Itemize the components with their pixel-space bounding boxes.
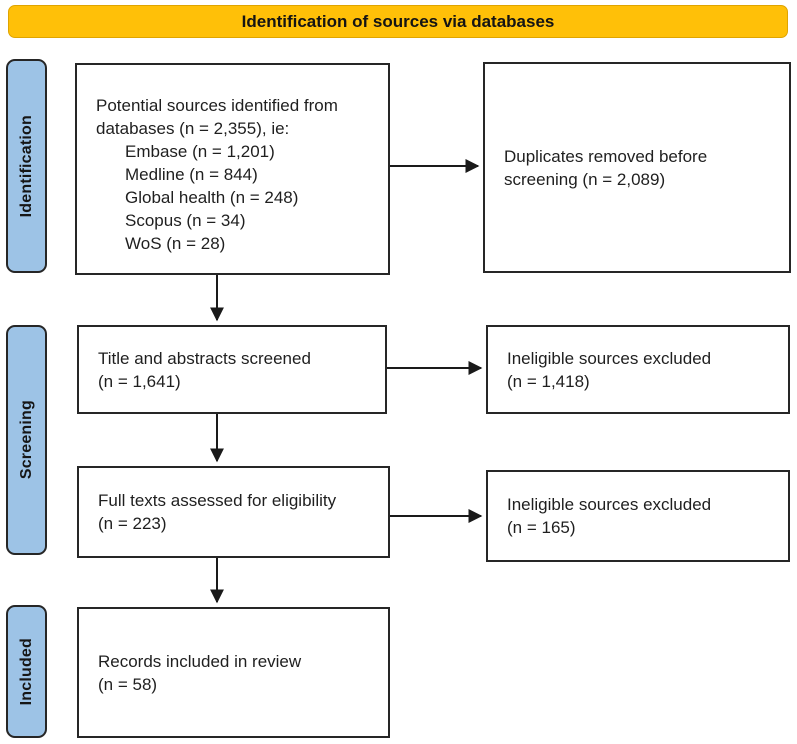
box-excluded-eligibility: Ineligible sources excluded (n = 165) bbox=[486, 470, 790, 562]
sources-intro-line: databases (n = 2,355), ie: bbox=[96, 119, 290, 138]
stage-label: Identification bbox=[17, 114, 35, 218]
duplicates-removed-line: Duplicates removed before bbox=[504, 146, 708, 166]
titles-screened-line: Title and abstracts screened bbox=[98, 348, 311, 368]
database-count-medline: Medline (n = 844) bbox=[125, 165, 258, 184]
titles-screened-line: (n = 1,641) bbox=[98, 371, 181, 391]
box-duplicates-removed: Duplicates removed before screening (n =… bbox=[483, 62, 791, 273]
database-count-wos: WoS (n = 28) bbox=[125, 234, 226, 253]
excluded-screening-line: (n = 1,418) bbox=[507, 371, 590, 391]
stage-label: Included bbox=[17, 637, 35, 706]
header-banner: Identification of sources via databases bbox=[8, 5, 788, 38]
duplicates-removed-line: screening (n = 2,089) bbox=[504, 169, 666, 189]
excluded-screening-line: Ineligible sources excluded bbox=[507, 348, 712, 368]
excluded-eligibility-line: (n = 165) bbox=[507, 518, 576, 537]
database-count-embase: Embase (n = 1,201) bbox=[125, 142, 275, 161]
box-excluded-screening: Ineligible sources excluded (n = 1,418) bbox=[486, 325, 790, 414]
stage-tab-screening: Screening bbox=[6, 325, 47, 555]
stage-tab-included: Included bbox=[6, 605, 47, 738]
box-records-included: Records included in review (n = 58) bbox=[77, 607, 390, 738]
records-included-line: (n = 58) bbox=[98, 674, 158, 694]
records-included-line: Records included in review bbox=[98, 651, 302, 671]
database-count-global-health: Global health (n = 248) bbox=[125, 188, 299, 207]
full-texts-line: Full texts assessed for eligibility bbox=[98, 491, 337, 510]
stage-tab-identification: Identification bbox=[6, 59, 47, 273]
database-count-scopus: Scopus (n = 34) bbox=[125, 211, 246, 230]
sources-intro-line: Potential sources identified from bbox=[96, 96, 338, 115]
box-potential-sources: Potential sources identified from databa… bbox=[75, 63, 390, 275]
box-full-texts-assessed: Full texts assessed for eligibility (n =… bbox=[77, 466, 390, 558]
box-titles-screened: Title and abstracts screened (n = 1,641) bbox=[77, 325, 387, 414]
stage-label: Screening bbox=[17, 400, 35, 480]
banner-title: Identification of sources via databases bbox=[241, 11, 555, 31]
excluded-eligibility-line: Ineligible sources excluded bbox=[507, 495, 712, 514]
full-texts-line: (n = 223) bbox=[98, 514, 167, 533]
